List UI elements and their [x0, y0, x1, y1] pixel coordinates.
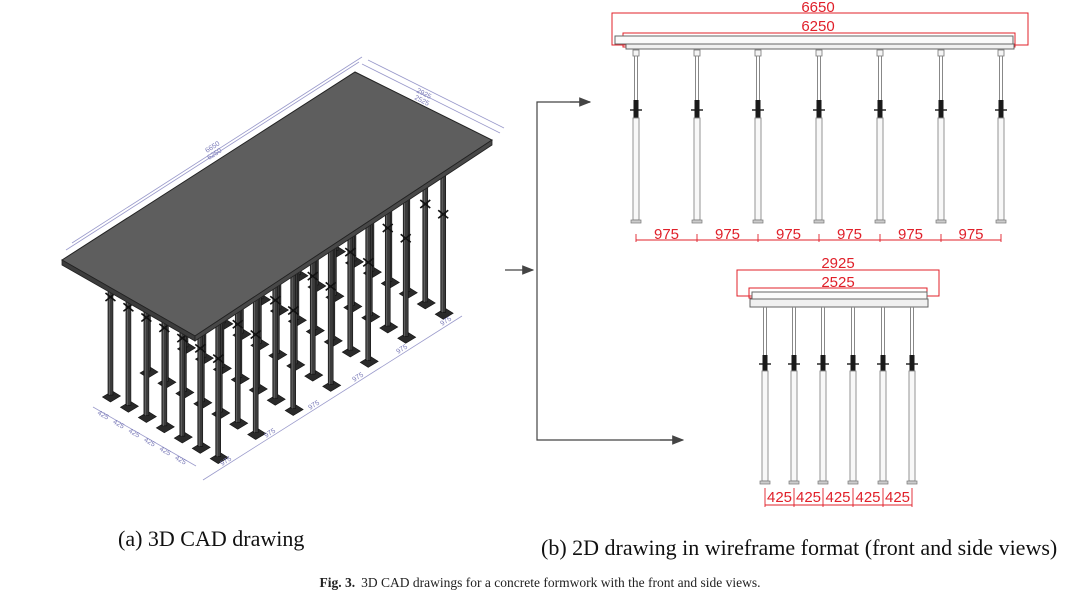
front-prop	[995, 49, 1007, 224]
iso-slab-side-right	[194, 139, 493, 342]
front-prop	[935, 49, 947, 224]
panel-b-caption: (b) 2D drawing in wireframe format (fron…	[541, 535, 1058, 560]
iso-short-spacing-label: 425	[127, 428, 141, 440]
side-prop	[906, 307, 918, 485]
iso-prop	[359, 210, 379, 368]
side-prop	[877, 307, 889, 485]
iso-prop	[379, 175, 399, 334]
side-spacing-label: 425	[796, 489, 821, 506]
view-connector	[505, 97, 685, 445]
iso-short-spacing-label: 425	[158, 446, 172, 458]
front-prop	[813, 49, 825, 224]
side-spacing-label: 425	[885, 489, 910, 506]
front-spacing-label: 975	[715, 226, 740, 243]
front-spacing-label: 975	[654, 226, 679, 243]
side-prop	[817, 307, 829, 485]
front-prop	[874, 49, 886, 224]
side-outer-width: 2925	[821, 255, 854, 272]
side-spacing-label: 425	[855, 489, 880, 506]
iso-prop	[434, 161, 454, 320]
front-inner-width: 6250	[801, 18, 834, 35]
front-spacing-label: 975	[898, 226, 923, 243]
iso-short-spacing-label: 425	[174, 455, 188, 467]
iso-prop	[284, 258, 304, 416]
iso-prop	[137, 265, 157, 423]
front-spacing-label: 975	[776, 226, 801, 243]
iso-prop	[322, 234, 342, 392]
iso-prop	[155, 275, 175, 434]
front-outer-width: 6650	[801, 0, 834, 16]
side-props	[759, 307, 918, 485]
figure-caption: Fig. 3. 3D CAD drawings for a concrete fo…	[0, 575, 1080, 591]
front-prop	[752, 49, 764, 224]
front-spacing-labels: 975 975 975 975 975 975	[635, 226, 1002, 243]
figure-label: Fig. 3.	[319, 575, 356, 590]
side-inner-width: 2525	[821, 274, 854, 291]
front-view: 6650 6250 975 975 975 975 975 975	[611, 0, 1029, 243]
panel-a-caption: (a) 3D CAD drawing	[118, 526, 305, 551]
figure-caption-text: 3D CAD drawings for a concrete formwork …	[361, 575, 761, 590]
front-props	[630, 49, 1007, 224]
side-prop	[847, 307, 859, 485]
side-prop	[788, 307, 800, 485]
iso-short-spacing-label: 425	[96, 410, 110, 422]
iso-short-spacing-label: 425	[143, 437, 157, 449]
side-spacing-label: 425	[767, 489, 792, 506]
iso-prop	[209, 306, 229, 464]
front-prop	[630, 49, 642, 224]
side-prop	[759, 307, 771, 485]
iso-prop	[397, 185, 417, 344]
front-spacing-label: 975	[958, 226, 983, 243]
front-prop	[691, 49, 703, 224]
iso-short-spacing-label: 425	[112, 419, 126, 431]
front-spacing-label: 975	[837, 226, 862, 243]
iso-prop	[247, 282, 267, 440]
side-spacing-label: 425	[825, 489, 850, 506]
